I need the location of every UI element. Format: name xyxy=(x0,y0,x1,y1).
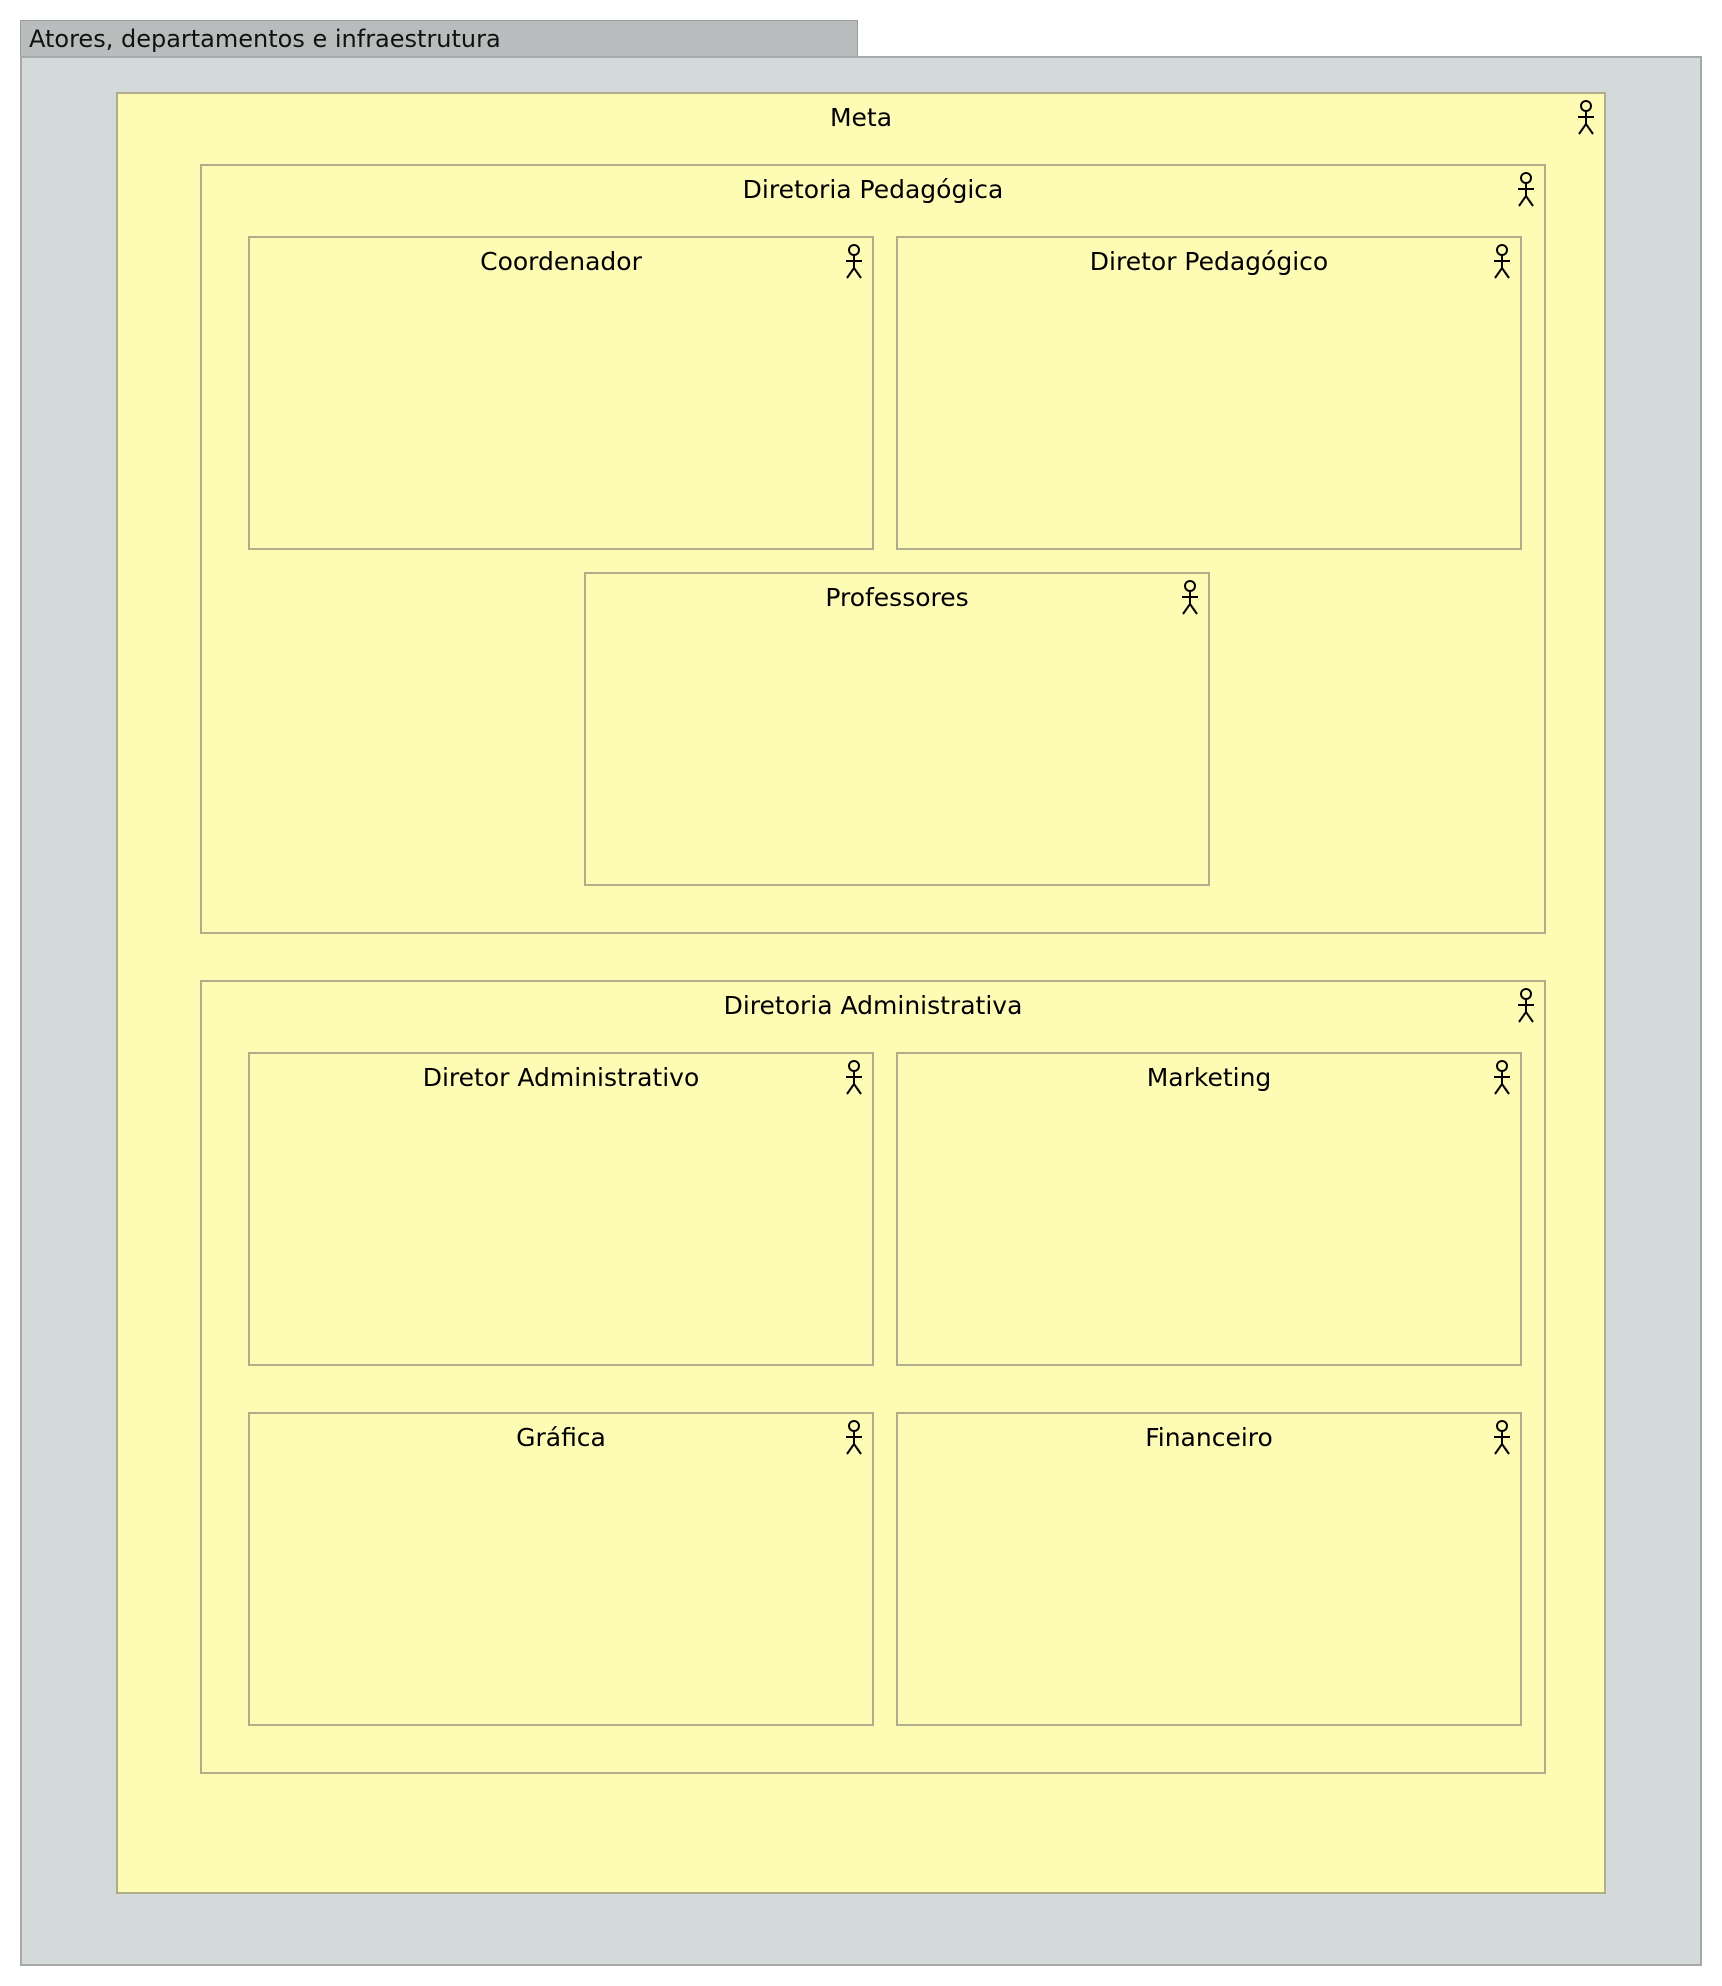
group-title: Atores, departamentos e infraestrutura xyxy=(29,25,501,53)
actor-diretor-administrativo-label: Diretor Administrativo xyxy=(422,1063,700,1092)
actor-diretoria-administrativa-label: Diretoria Administrativa xyxy=(723,991,1023,1020)
actor-icon xyxy=(844,1060,864,1096)
actor-diretor-pedagogico-label: Diretor Pedagógico xyxy=(1089,247,1329,276)
actor-grafica-label: Gráfica xyxy=(516,1423,606,1452)
actor-diretoria-pedagogica-label: Diretoria Pedagógica xyxy=(742,175,1004,204)
actor-icon xyxy=(1576,100,1596,136)
actor-financeiro-label: Financeiro xyxy=(1145,1423,1273,1452)
actor-coordenador-label: Coordenador xyxy=(480,247,642,276)
group-tab[interactable]: Atores, departamentos e infraestrutura xyxy=(20,20,858,56)
actor-grafica[interactable]: Gráfica xyxy=(248,1412,874,1726)
actor-icon xyxy=(1492,1060,1512,1096)
actor-marketing-label: Marketing xyxy=(1146,1063,1272,1092)
actor-icon xyxy=(844,1420,864,1456)
actor-icon xyxy=(1492,244,1512,280)
actor-diretor-administrativo[interactable]: Diretor Administrativo xyxy=(248,1052,874,1366)
actor-meta-label: Meta xyxy=(829,103,893,132)
actor-professores[interactable]: Professores xyxy=(584,572,1210,886)
actor-icon xyxy=(844,244,864,280)
actor-coordenador[interactable]: Coordenador xyxy=(248,236,874,550)
actor-financeiro[interactable]: Financeiro xyxy=(896,1412,1522,1726)
actor-icon xyxy=(1180,580,1200,616)
actor-professores-label: Professores xyxy=(825,583,969,612)
actor-diretor-pedagogico[interactable]: Diretor Pedagógico xyxy=(896,236,1522,550)
actor-icon xyxy=(1516,172,1536,208)
actor-marketing[interactable]: Marketing xyxy=(896,1052,1522,1366)
actor-icon xyxy=(1516,988,1536,1024)
actor-icon xyxy=(1492,1420,1512,1456)
